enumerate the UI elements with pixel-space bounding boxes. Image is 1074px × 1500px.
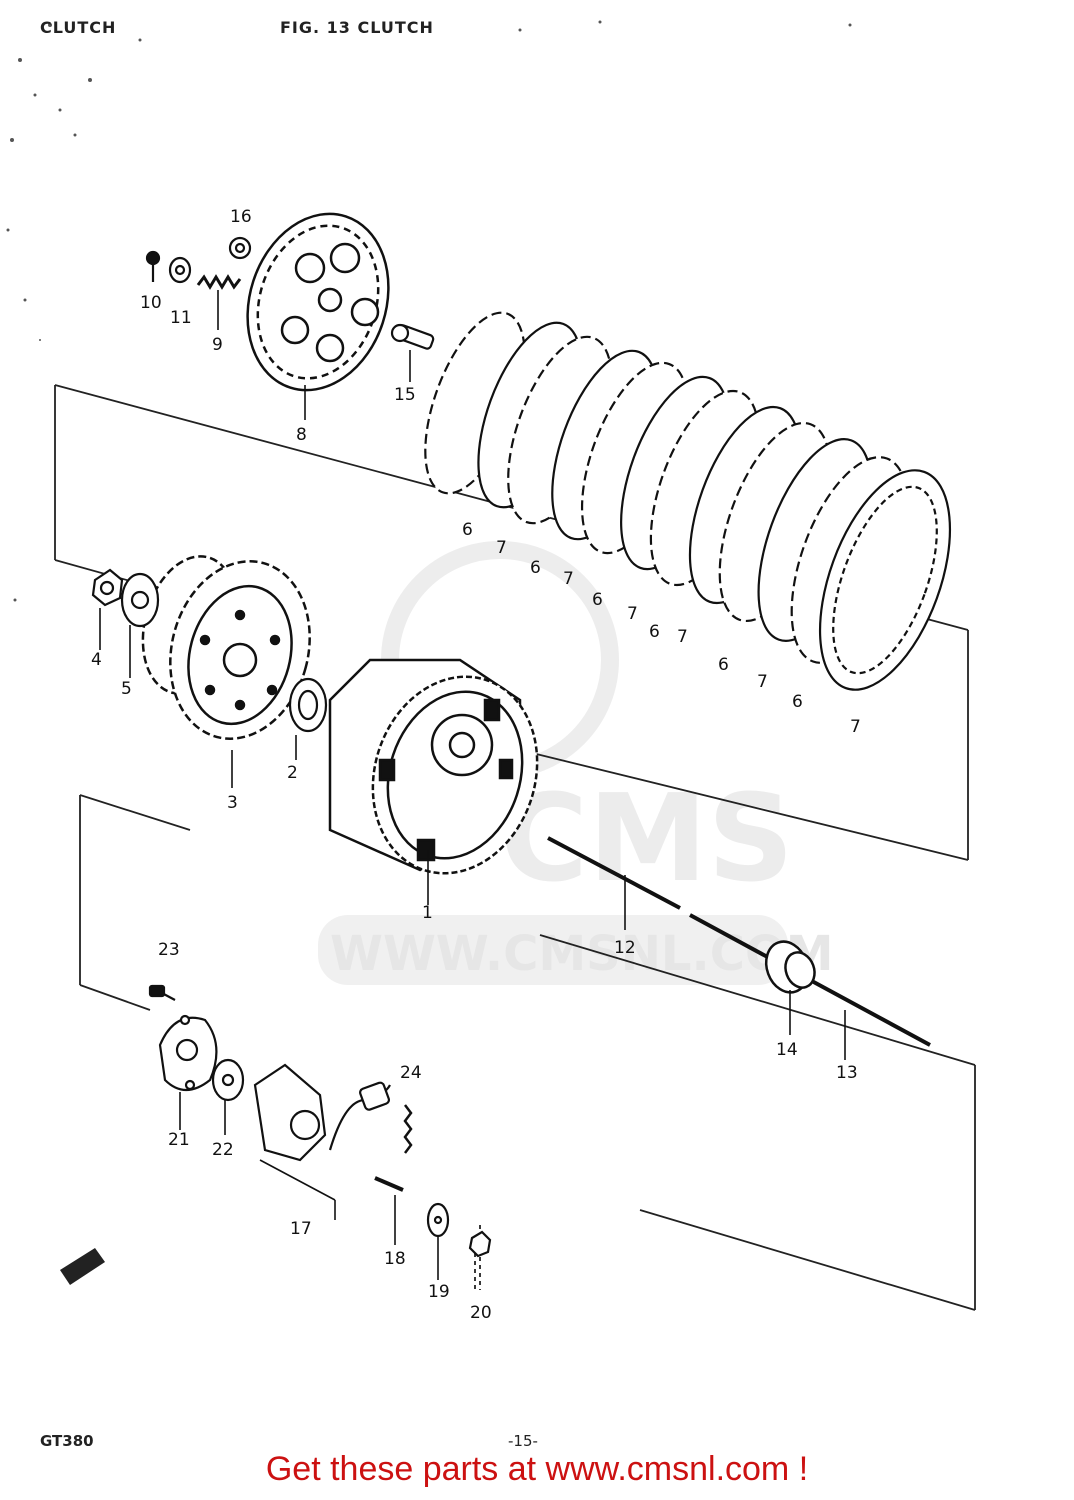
sleeve-hub-part3 <box>141 555 311 740</box>
callout-11: 11 <box>170 308 192 328</box>
nut-part20 <box>468 1230 492 1258</box>
callout-16: 16 <box>230 207 252 227</box>
lock-washer-part5 <box>120 572 160 628</box>
callout-23: 23 <box>158 940 180 960</box>
scan-noise <box>6 20 852 602</box>
screw-part23 <box>148 984 176 1001</box>
watermark-url: WWW.CMSNL.COM <box>330 926 834 982</box>
release-screw-assy-part17 <box>253 1063 391 1162</box>
pin-part18 <box>374 1176 404 1192</box>
callout-18: 18 <box>384 1249 406 1269</box>
callout-6: 6 <box>649 622 660 642</box>
callout-19: 19 <box>428 1282 450 1302</box>
callout-8: 8 <box>296 425 307 445</box>
promo-link[interactable]: Get these parts at www.cmsnl.com ! <box>265 1450 809 1488</box>
washer-part16 <box>228 236 252 260</box>
model-code: GT380 <box>40 1432 94 1450</box>
oil-seal-part22 <box>211 1058 245 1102</box>
callout-6: 6 <box>530 558 541 578</box>
callout-1: 1 <box>422 903 433 923</box>
release-cover-gasket-part21 <box>158 1014 218 1092</box>
section-title: CLUTCH <box>40 18 117 37</box>
callout-20: 20 <box>470 1303 492 1323</box>
callout-3: 3 <box>227 793 238 813</box>
pressure-plate-hardware <box>145 236 435 350</box>
spring-part24 <box>403 1104 413 1154</box>
washer-part11 <box>168 256 192 284</box>
spring-part9 <box>196 274 242 290</box>
bolt-part15 <box>390 323 435 350</box>
leader-lines <box>99 290 846 1280</box>
clutch-plate-stack <box>424 311 952 691</box>
screw-part10 <box>145 250 161 282</box>
thrust-washer-part2 <box>288 677 328 733</box>
callout-2: 2 <box>287 763 298 783</box>
callout-4: 4 <box>91 650 102 670</box>
callout-9: 9 <box>212 335 223 355</box>
callout-6: 6 <box>592 590 603 610</box>
callout-13: 13 <box>836 1063 858 1083</box>
pushrod-part12 <box>547 836 681 910</box>
page-number: -15- <box>508 1432 538 1450</box>
callout-10: 10 <box>140 293 162 313</box>
nut-part4 <box>91 568 124 607</box>
callout-14: 14 <box>776 1040 798 1060</box>
callout-6: 6 <box>462 520 473 540</box>
callout-5: 5 <box>121 679 132 699</box>
callout-labels: 1 2 3 4 5 6 6 6 6 6 6 7 7 7 7 7 7 8 9 10… <box>91 207 861 1323</box>
oil-seal-part14 <box>764 940 816 994</box>
callout-15: 15 <box>394 385 416 405</box>
callout-7: 7 <box>496 538 507 558</box>
callout-7: 7 <box>757 672 768 692</box>
callout-7: 7 <box>677 627 688 647</box>
callout-12: 12 <box>614 938 636 958</box>
watermark-logo: CMS <box>500 770 794 909</box>
figure-title: FIG. 13 CLUTCH <box>280 18 434 37</box>
callout-7: 7 <box>627 604 638 624</box>
callout-7: 7 <box>850 717 861 737</box>
callout-21: 21 <box>168 1130 190 1150</box>
callout-24: 24 <box>400 1063 422 1083</box>
callout-6: 6 <box>792 692 803 712</box>
callout-17: 17 <box>290 1219 312 1239</box>
callout-6: 6 <box>718 655 729 675</box>
front-direction-arrow <box>60 1248 105 1285</box>
callout-22: 22 <box>212 1140 234 1160</box>
pressure-plate-part8 <box>246 212 390 392</box>
callout-7: 7 <box>563 569 574 589</box>
washer-part19 <box>426 1202 450 1238</box>
